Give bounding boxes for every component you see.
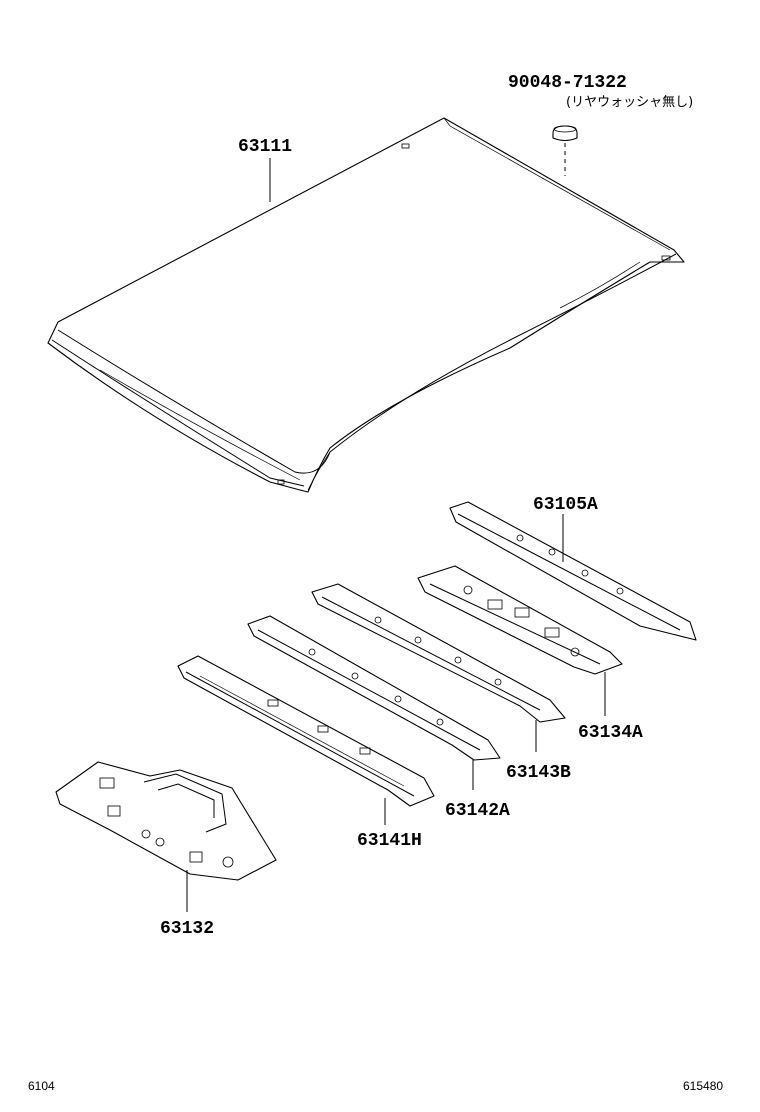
label-roof-panel: 63111 (238, 137, 292, 157)
roof-bow-3 (311, 583, 566, 723)
roof-bow-1 (177, 655, 435, 807)
footer-right-code: 615480 (683, 1079, 723, 1093)
label-clip-note: (リヤウォッシャ無し) (566, 95, 693, 110)
leader-lines (186, 158, 606, 912)
label-front-header: 63132 (160, 919, 214, 939)
label-clip: 90048-71322 (508, 73, 627, 93)
roof-reinforcement-rear (417, 565, 623, 675)
clip (552, 125, 578, 176)
label-roof-bow-1: 63141H (357, 831, 422, 851)
roof-panel (47, 117, 685, 493)
label-roof-bow-2: 63142A (445, 801, 510, 821)
footer-left-code: 6104 (28, 1079, 55, 1093)
label-rear-bow: 63105A (533, 495, 598, 515)
front-header (55, 761, 277, 881)
label-roof-bow-3: 63143B (506, 763, 571, 783)
roof-bow-2 (247, 615, 501, 761)
label-roof-reinforcement-rear: 63134A (578, 723, 643, 743)
rear-bow (449, 501, 697, 641)
